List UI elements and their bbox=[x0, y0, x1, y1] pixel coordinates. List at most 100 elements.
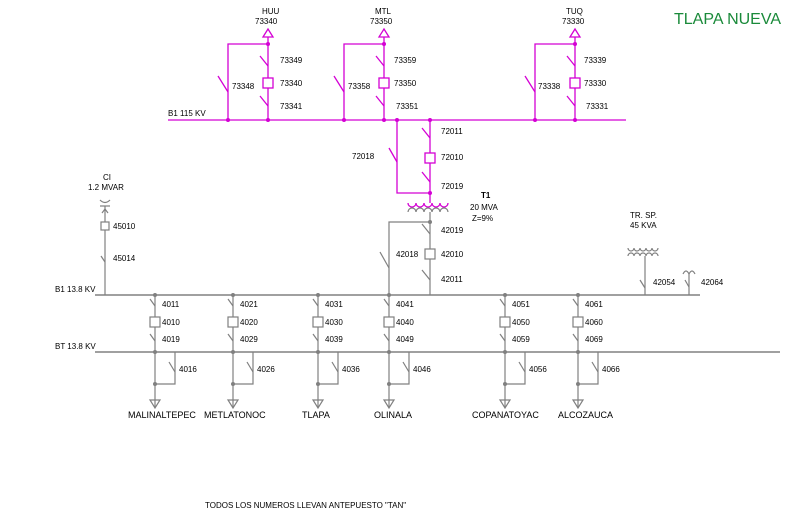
feeder-top-label: 4061 bbox=[585, 300, 603, 309]
bypass-switch[interactable] bbox=[379, 251, 390, 269]
aux-switch-2[interactable] bbox=[684, 279, 690, 288]
feeder-breaker[interactable] bbox=[572, 316, 584, 328]
feeder-bottom-switch[interactable] bbox=[499, 333, 506, 342]
feeder-bottom-switch[interactable] bbox=[149, 333, 156, 342]
feeder-bypass-switch[interactable] bbox=[591, 361, 599, 373]
bottom-switch[interactable] bbox=[566, 95, 576, 107]
breaker[interactable] bbox=[424, 152, 436, 164]
switch[interactable] bbox=[100, 255, 106, 263]
line-arrow-icon bbox=[568, 27, 582, 38]
feeder-bottom-switch[interactable] bbox=[227, 333, 234, 342]
breaker-label: 73340 bbox=[280, 79, 303, 88]
aux-transformer-name: TR. SP. bbox=[630, 211, 657, 220]
bypass-label: 73358 bbox=[348, 82, 371, 91]
junction-dot bbox=[503, 293, 507, 297]
junction-dot bbox=[503, 350, 507, 354]
feeder-arrow-icon bbox=[148, 399, 162, 410]
junction-dot bbox=[428, 220, 432, 224]
feeder-top-switch[interactable] bbox=[499, 298, 506, 307]
feeder-bypass-label: 4016 bbox=[179, 365, 197, 374]
feeder-bottom-label: 4029 bbox=[240, 335, 258, 344]
breaker[interactable] bbox=[569, 77, 581, 89]
top-switch[interactable] bbox=[566, 55, 576, 67]
junction-dot bbox=[266, 118, 270, 122]
bypass-switch[interactable] bbox=[217, 75, 229, 93]
breaker[interactable] bbox=[424, 248, 436, 260]
feeder-breaker[interactable] bbox=[383, 316, 395, 328]
feeder-bypass-switch[interactable] bbox=[246, 361, 254, 373]
feeder-top-switch[interactable] bbox=[383, 298, 390, 307]
line-name: HUU bbox=[262, 7, 280, 16]
junction-dot bbox=[573, 118, 577, 122]
junction-dot bbox=[382, 42, 386, 46]
line-id: 73350 bbox=[370, 17, 393, 26]
aux-switch[interactable] bbox=[639, 279, 646, 289]
mv-bus-label: B1 13.8 KV bbox=[55, 285, 96, 294]
capacitor-plate bbox=[99, 199, 111, 204]
bottom-switch[interactable] bbox=[421, 269, 431, 281]
feeder-bypass-conductor bbox=[578, 352, 599, 385]
feeder-top-switch[interactable] bbox=[227, 298, 234, 307]
top-switch[interactable] bbox=[375, 55, 385, 67]
feeder-breaker[interactable] bbox=[227, 316, 239, 328]
breaker[interactable] bbox=[378, 77, 390, 89]
feeder-bypass-conductor bbox=[318, 352, 339, 385]
feeder-top-switch[interactable] bbox=[312, 298, 319, 307]
junction-dot bbox=[342, 118, 346, 122]
feeder-bottom-label: 4059 bbox=[512, 335, 530, 344]
feeder-bypass-switch[interactable] bbox=[518, 361, 526, 373]
bypass-switch[interactable] bbox=[388, 147, 398, 163]
feeder-bypass-switch[interactable] bbox=[331, 361, 339, 373]
breaker-label: 73330 bbox=[584, 79, 607, 88]
top-switch[interactable] bbox=[421, 223, 431, 235]
line-bay-mtl: MTL 73350 73358 73359 73350 73351 bbox=[333, 7, 419, 122]
feeder-bottom-label: 4049 bbox=[396, 335, 414, 344]
bottom-switch-label: 72019 bbox=[441, 182, 464, 191]
aux-transformer-winding bbox=[627, 247, 659, 252]
junction-dot bbox=[503, 382, 507, 386]
feeder-top-label: 4031 bbox=[325, 300, 343, 309]
top-switch[interactable] bbox=[259, 55, 269, 67]
feeder-bypass-switch[interactable] bbox=[168, 361, 176, 373]
bottom-switch[interactable] bbox=[421, 171, 431, 183]
transformer-lv-bay: 42019 42018 42010 42011 bbox=[379, 212, 464, 295]
feeder-bypass-switch[interactable] bbox=[402, 361, 410, 373]
feeder-breaker-label: 4020 bbox=[240, 318, 258, 327]
junction-dot bbox=[226, 118, 230, 122]
bottom-switch[interactable] bbox=[259, 95, 269, 107]
bypass-switch[interactable] bbox=[333, 75, 345, 93]
top-switch[interactable] bbox=[421, 127, 431, 139]
feeder-bottom-switch[interactable] bbox=[572, 333, 579, 342]
bottom-switch[interactable] bbox=[375, 95, 385, 107]
bypass-switch[interactable] bbox=[524, 75, 536, 93]
junction-dot bbox=[231, 382, 235, 386]
fuse-icon bbox=[682, 270, 696, 276]
bypass-conductor bbox=[396, 120, 430, 194]
breaker[interactable] bbox=[100, 221, 110, 231]
feeder-breaker[interactable] bbox=[312, 316, 324, 328]
diagram-title: TLAPA NUEVA bbox=[674, 11, 781, 28]
bypass-conductor bbox=[343, 43, 384, 120]
breaker[interactable] bbox=[262, 77, 274, 89]
feeder-bottom-label: 4039 bbox=[325, 335, 343, 344]
junction-dot bbox=[576, 350, 580, 354]
feeder-breaker[interactable] bbox=[149, 316, 161, 328]
feeder-breaker-label: 4030 bbox=[325, 318, 343, 327]
feeder-name: METLATONOC bbox=[204, 410, 266, 420]
feeder-arrow-icon bbox=[382, 399, 396, 410]
feeder-arrow-icon bbox=[571, 399, 585, 410]
line-arrow-icon bbox=[377, 27, 391, 38]
feeder-bottom-switch[interactable] bbox=[383, 333, 390, 342]
junction-dot bbox=[231, 350, 235, 354]
feeder-bypass-label: 4056 bbox=[529, 365, 547, 374]
feeder-arrow-icon bbox=[498, 399, 512, 410]
feeder-bottom-switch[interactable] bbox=[312, 333, 319, 342]
feeder-top-switch[interactable] bbox=[149, 298, 156, 307]
feeder-breaker[interactable] bbox=[499, 316, 511, 328]
feeder-top-switch[interactable] bbox=[572, 298, 579, 307]
bypass-conductor bbox=[388, 221, 430, 295]
junction-dot bbox=[316, 382, 320, 386]
